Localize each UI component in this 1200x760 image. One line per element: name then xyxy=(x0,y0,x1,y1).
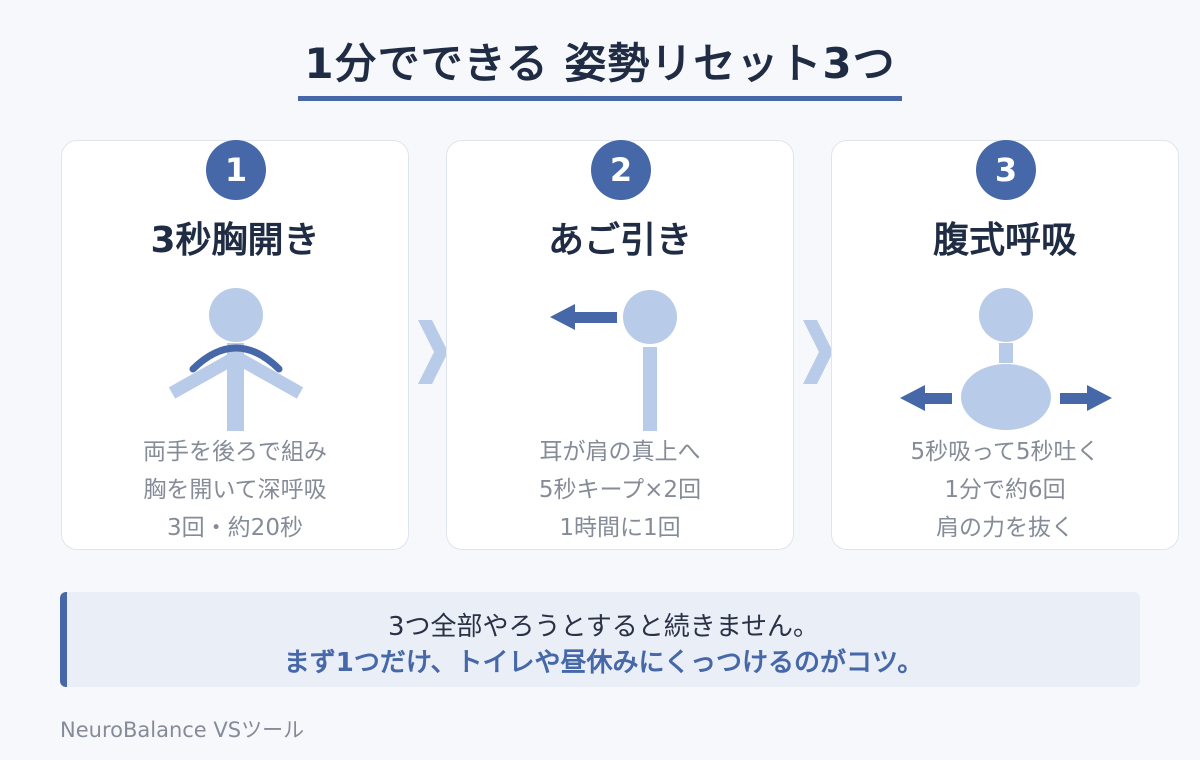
figure-arm-left xyxy=(168,351,240,399)
step-number-badge: 1 xyxy=(206,140,266,200)
step-number-badge: 3 xyxy=(976,140,1036,200)
page-title: 1分でできる 姿勢リセット3つ xyxy=(304,39,896,88)
instruction-line: 3回・約20秒 xyxy=(167,515,303,541)
footer-credit: NeuroBalance VSツール xyxy=(60,718,305,742)
arrow-right-shaft xyxy=(1060,393,1088,404)
instruction-line: 5秒吸って5秒吐く xyxy=(910,439,1100,465)
step-card-3: 3 腹式呼吸 5秒吸って5秒吐く 1分で約6回 肩の力を抜く xyxy=(831,140,1179,550)
figure-neck xyxy=(999,343,1013,363)
step-card-1: 1 3秒胸開き 両手を後ろで組み 胸を開いて深呼吸 3回・約20秒 xyxy=(61,140,409,550)
instruction-line: 両手を後ろで組み xyxy=(143,439,327,465)
step-title: 3秒胸開き xyxy=(150,220,320,261)
figure-head xyxy=(979,288,1033,342)
arrow-left-head xyxy=(900,385,925,411)
instruction-line: 1分で約6回 xyxy=(944,477,1066,503)
instruction-line: 耳が肩の真上へ xyxy=(539,439,701,465)
arrow-right-head xyxy=(1087,385,1112,411)
tip-line-2: まず1つだけ、トイレや昼休みにくっつけるのがコツ。 xyxy=(283,648,924,678)
instruction-line: 肩の力を抜く xyxy=(936,515,1074,541)
belly-breathing-figure-icon xyxy=(900,288,1112,430)
step-instructions: 耳が肩の真上へ 5秒キープ×2回 1時間に1回 xyxy=(447,433,793,547)
tip-line-1: 3つ全部やろうとすると続きません。 xyxy=(388,612,819,642)
figure-neck-body xyxy=(643,347,657,431)
chevron-right-icon xyxy=(803,320,833,384)
figure-head xyxy=(209,288,263,342)
title-underline xyxy=(298,96,902,101)
instruction-line: 1時間に1回 xyxy=(559,515,681,541)
chest-open-figure-icon xyxy=(168,288,304,431)
tip-box: 3つ全部やろうとすると続きません。 まず1つだけ、トイレや昼休みにくっつけるのが… xyxy=(60,592,1140,687)
step-number-badge: 2 xyxy=(591,140,651,200)
figure-arm-right xyxy=(232,351,304,399)
step-instructions: 両手を後ろで組み 胸を開いて深呼吸 3回・約20秒 xyxy=(62,433,408,547)
instruction-line: 5秒キープ×2回 xyxy=(538,477,702,503)
chest-open-arc xyxy=(189,344,283,373)
step-instructions: 5秒吸って5秒吐く 1分で約6回 肩の力を抜く xyxy=(832,433,1178,547)
figure-belly xyxy=(961,364,1051,430)
chin-tuck-figure-icon xyxy=(550,290,677,431)
arrow-left-shaft xyxy=(924,393,952,404)
instruction-line: 胸を開いて深呼吸 xyxy=(143,477,327,503)
arrow-shaft xyxy=(573,312,617,323)
step-card-2: 2 あご引き 耳が肩の真上へ 5秒キープ×2回 1時間に1回 xyxy=(446,140,794,550)
step-title: あご引き xyxy=(547,220,692,261)
figure-head xyxy=(623,290,677,344)
chevron-right-icon xyxy=(418,320,448,384)
step-title: 腹式呼吸 xyxy=(932,220,1077,261)
arrow-left-head xyxy=(550,304,575,330)
